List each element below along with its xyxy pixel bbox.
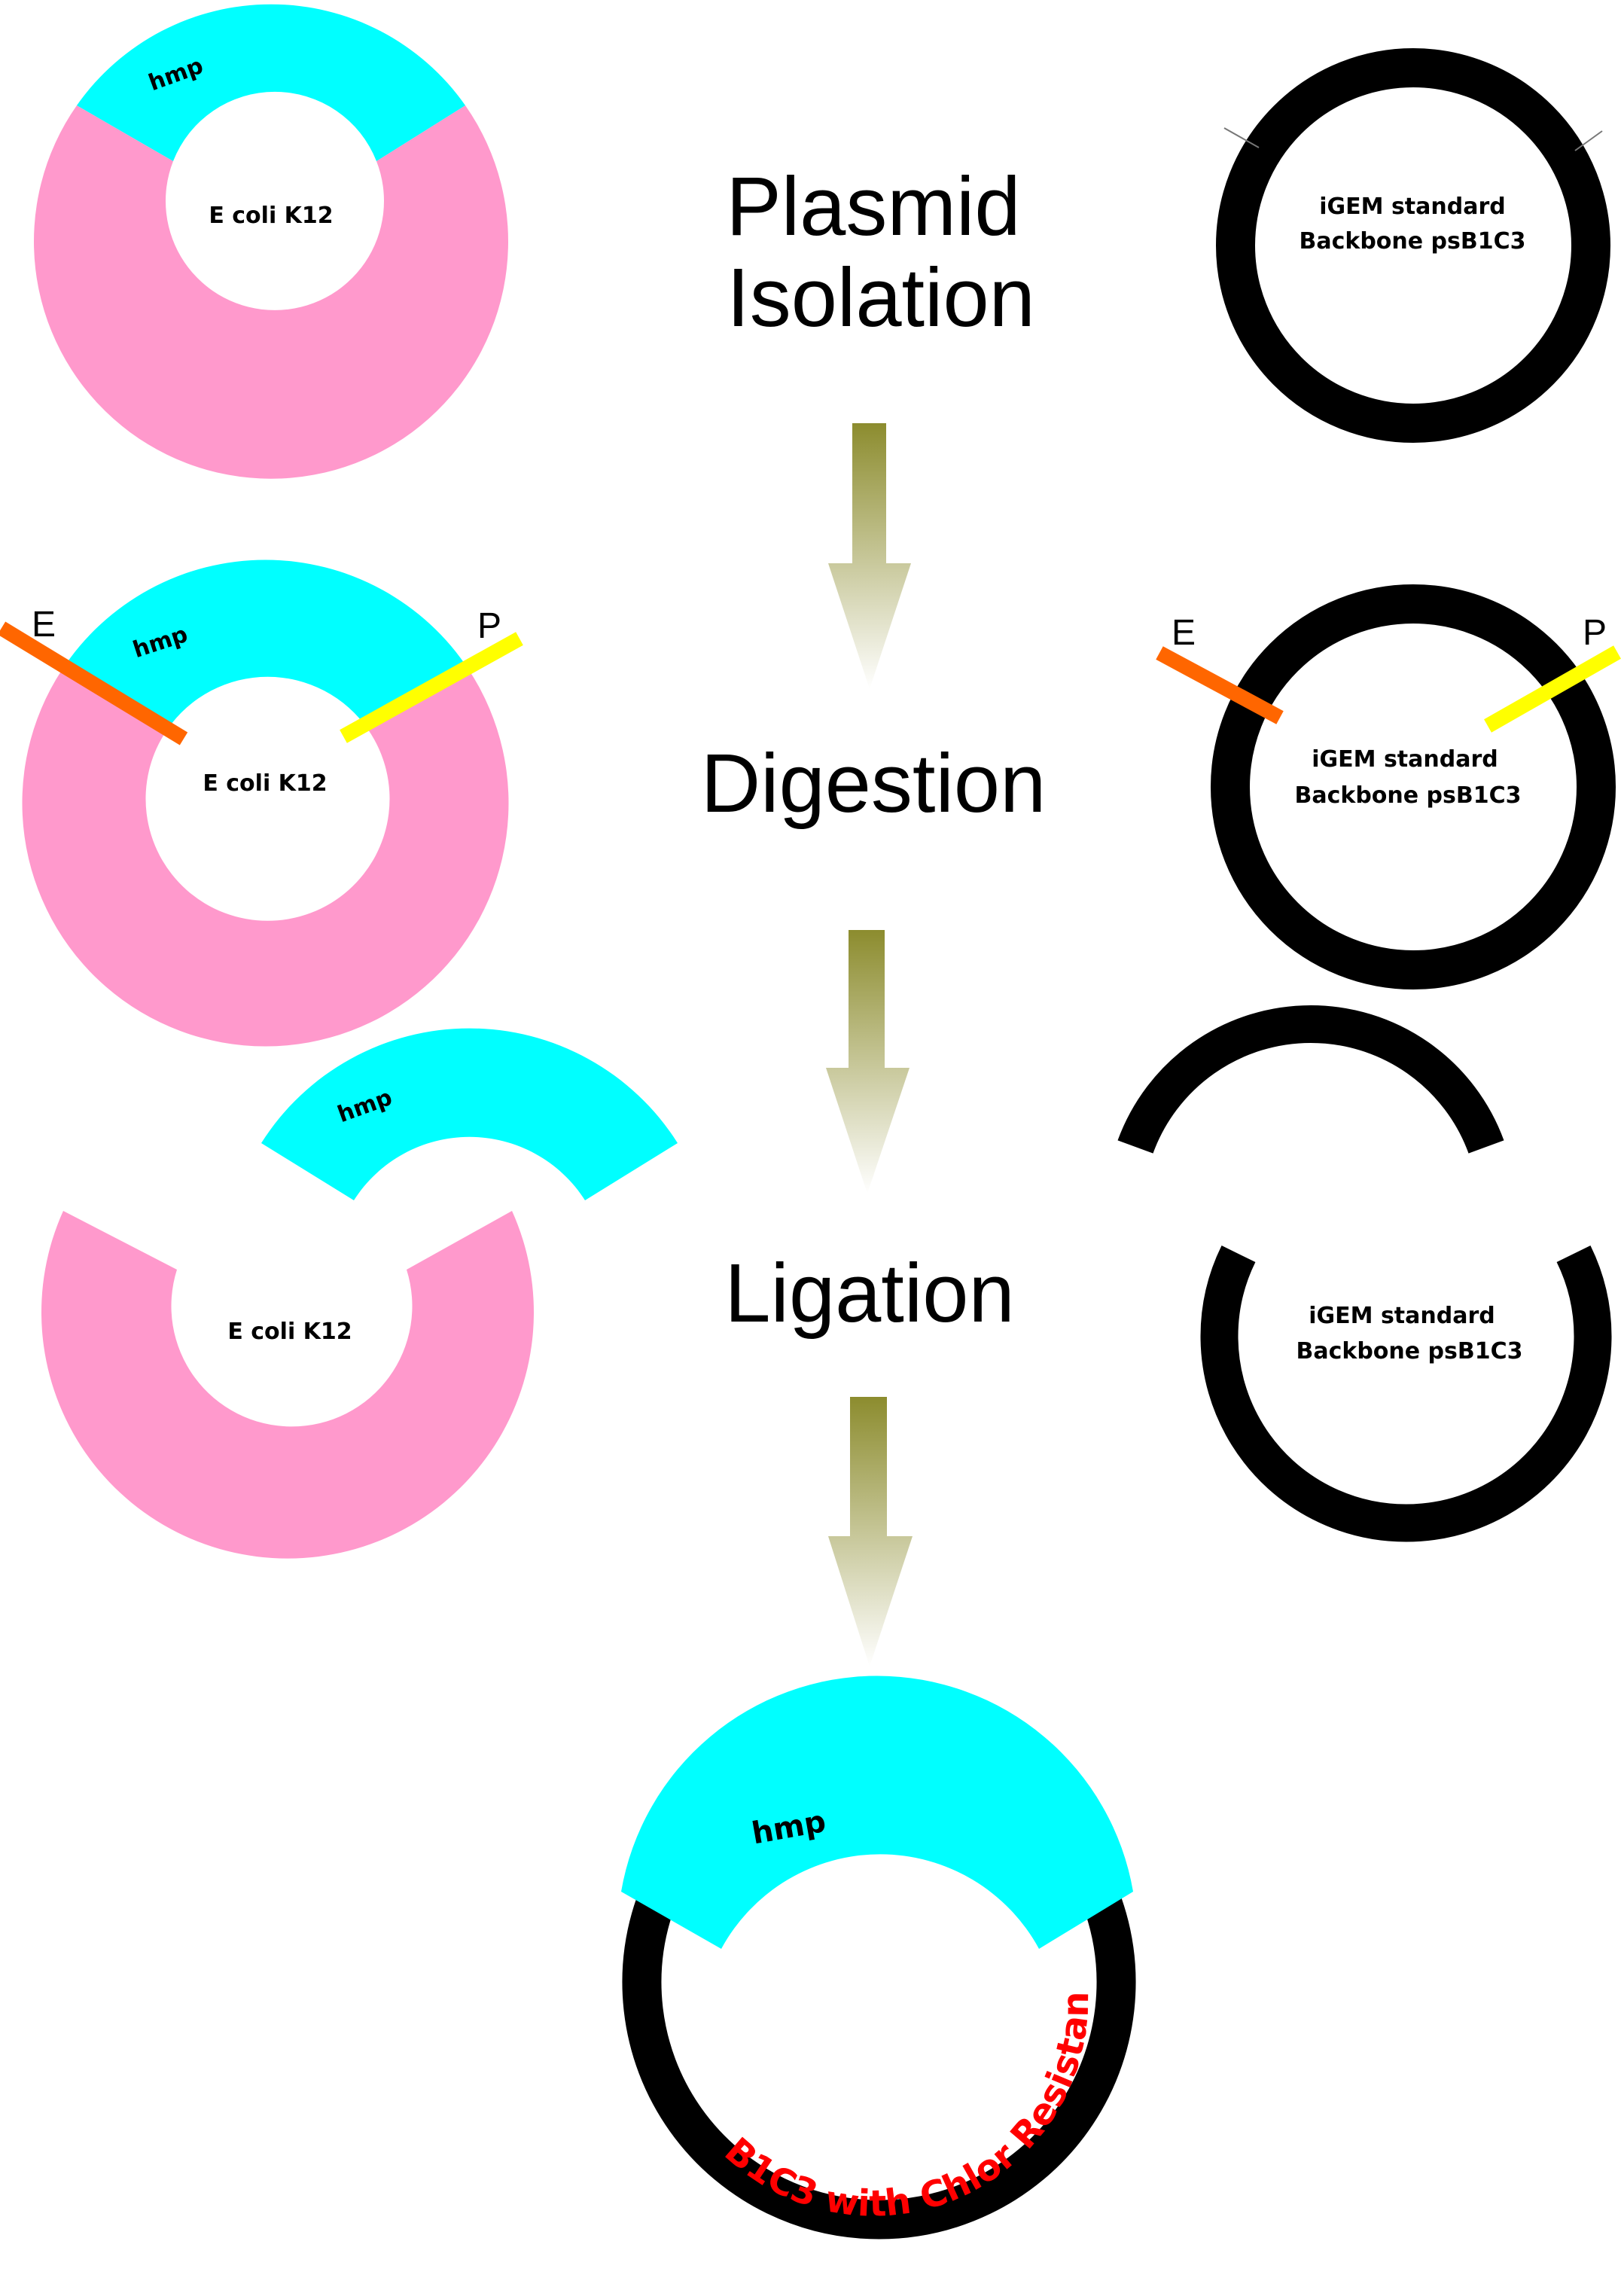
backbone-label-line2: Backbone psB1C3 [1296,1338,1522,1364]
hmp-gene-segment [62,560,469,730]
backbone-label-line1: iGEM standard [1312,746,1498,773]
recombinant-backbone-arc [622,1898,1136,2240]
backbone-fragments-ligation: iGEM standard Backbone psB1C3 [1117,1005,1612,1542]
ecori-cut-site [0,621,188,746]
backbone-cut-mark-left [1223,127,1260,148]
host-plasmid-body [33,105,508,479]
ecori-site-label: E [1172,613,1196,653]
step-label-ligation: Ligation [724,1247,1014,1340]
backbone-digestion: E P iGEM standard Backbone psB1C3 [1156,584,1621,989]
step-label-isolation-line1: Plasmid [726,160,1020,253]
host-plasmid-digestion: E P hmp E coli K12 [0,560,523,1047]
flow-arrow-2 [826,930,910,1194]
psti-cut-site [1484,645,1621,733]
step-label-isolation-line2: Isolation [727,252,1035,344]
ecori-cut-site [1156,646,1284,724]
backbone-ring [1211,584,1616,989]
step-label-digestion: Digestion [701,737,1047,830]
hmp-insert-fragment [261,1028,678,1200]
host-fragments-ligation: hmp E coli K12 [41,1028,678,1559]
flow-arrow-3 [828,1397,913,1666]
host-plasmid-body [22,670,509,1047]
backbone-label-line2: Backbone psB1C3 [1299,228,1525,255]
host-plasmid-label: E coli K12 [227,1319,352,1345]
backbone-label-line1: iGEM standard [1319,194,1506,220]
backbone-cut-mark-right [1574,130,1603,151]
backbone-ring [1216,48,1610,443]
psti-cut-site [340,632,523,743]
psti-site-label: P [477,606,501,646]
backbone-label-line1: iGEM standard [1309,1303,1495,1329]
hmp-gene-segment [77,4,465,162]
backbone-excised-stuffer [1117,1005,1504,1154]
backbone-open-vector [1200,1246,1612,1542]
host-plasmid-remaining [41,1211,534,1559]
flow-arrow-1 [828,423,911,689]
ecori-site-label: E [32,605,56,645]
host-plasmid-label: E coli K12 [209,203,333,229]
psti-site-label: P [1583,613,1607,653]
host-plasmid-label: E coli K12 [203,770,327,797]
backbone-label-line2: Backbone psB1C3 [1294,782,1521,809]
hmp-insert [621,1676,1133,1949]
host-plasmid-isolation: hmp E coli K12 [33,4,508,479]
backbone-isolation: iGEM standard Backbone psB1C3 [1216,48,1610,443]
